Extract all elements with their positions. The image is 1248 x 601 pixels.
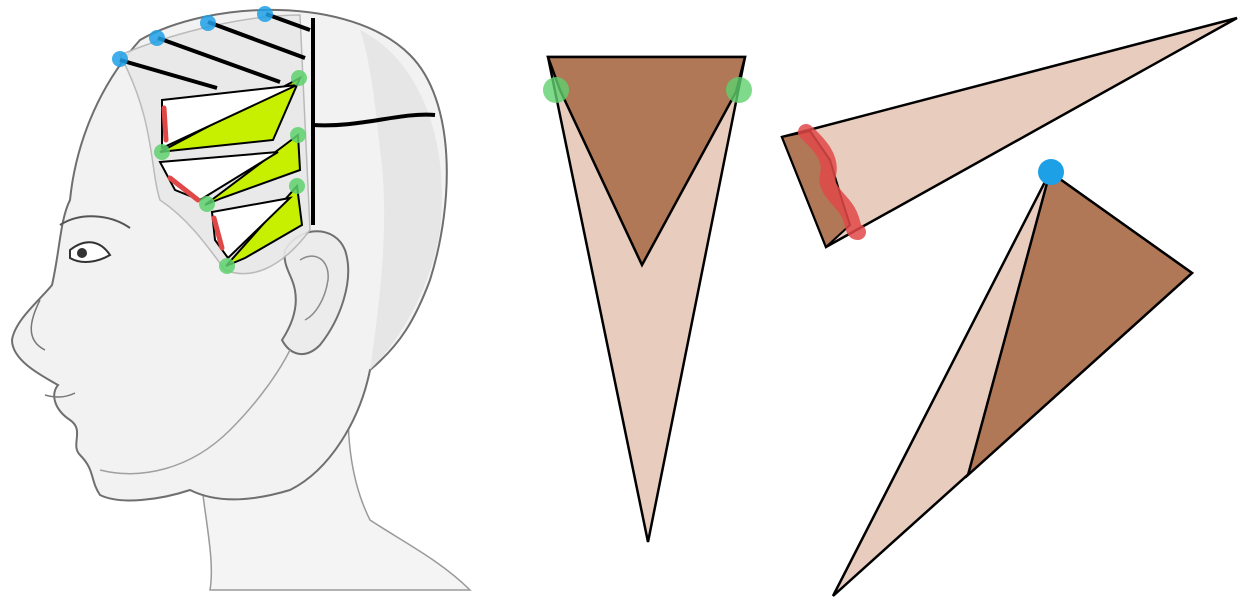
green-marker-3 [290,127,306,143]
angled-blue-marker [1038,159,1064,185]
green-marker-2 [154,144,170,160]
green-marker-1 [291,70,307,86]
head-profile-illustration [12,6,470,590]
blue-marker-3 [200,15,216,31]
blue-marker-4 [257,6,273,22]
front-green-marker-right [726,77,752,103]
triangle-section-side [782,18,1237,247]
blue-marker-2 [149,30,165,46]
triangle-section-angled [833,159,1192,596]
triangle-section-front [543,57,752,542]
eye-iris [77,248,87,258]
green-marker-6 [219,258,235,274]
green-marker-5 [289,178,305,194]
front-green-marker-left [543,77,569,103]
red-edge-mark-1 [164,108,166,140]
green-marker-4 [199,196,215,212]
blue-marker-1 [112,51,128,67]
